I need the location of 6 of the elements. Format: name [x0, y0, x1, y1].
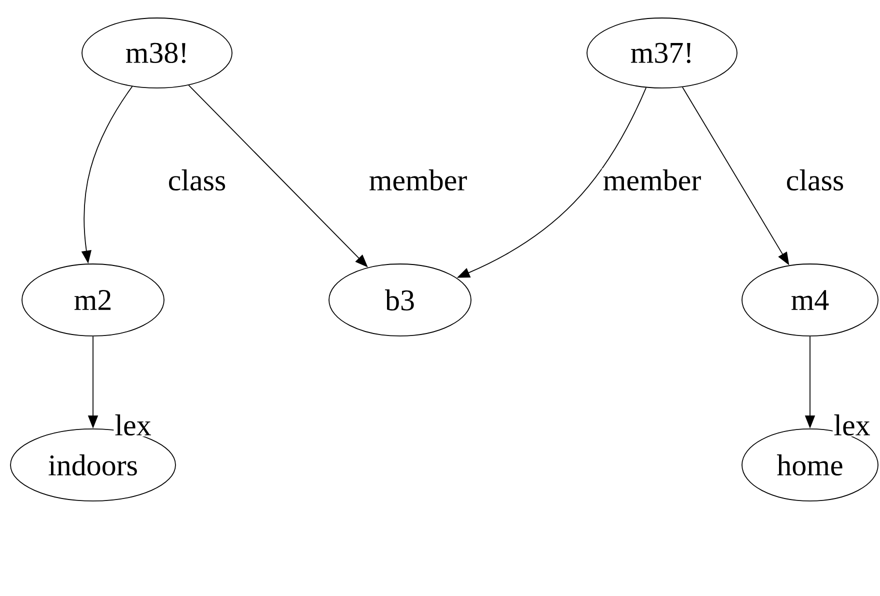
edge-label: member: [602, 168, 702, 192]
edge-label: lex: [832, 413, 872, 437]
edge-label: lex: [114, 413, 152, 437]
edge-label: member: [368, 168, 468, 192]
edge-label: class: [166, 168, 228, 192]
edge-label: class: [784, 168, 846, 192]
